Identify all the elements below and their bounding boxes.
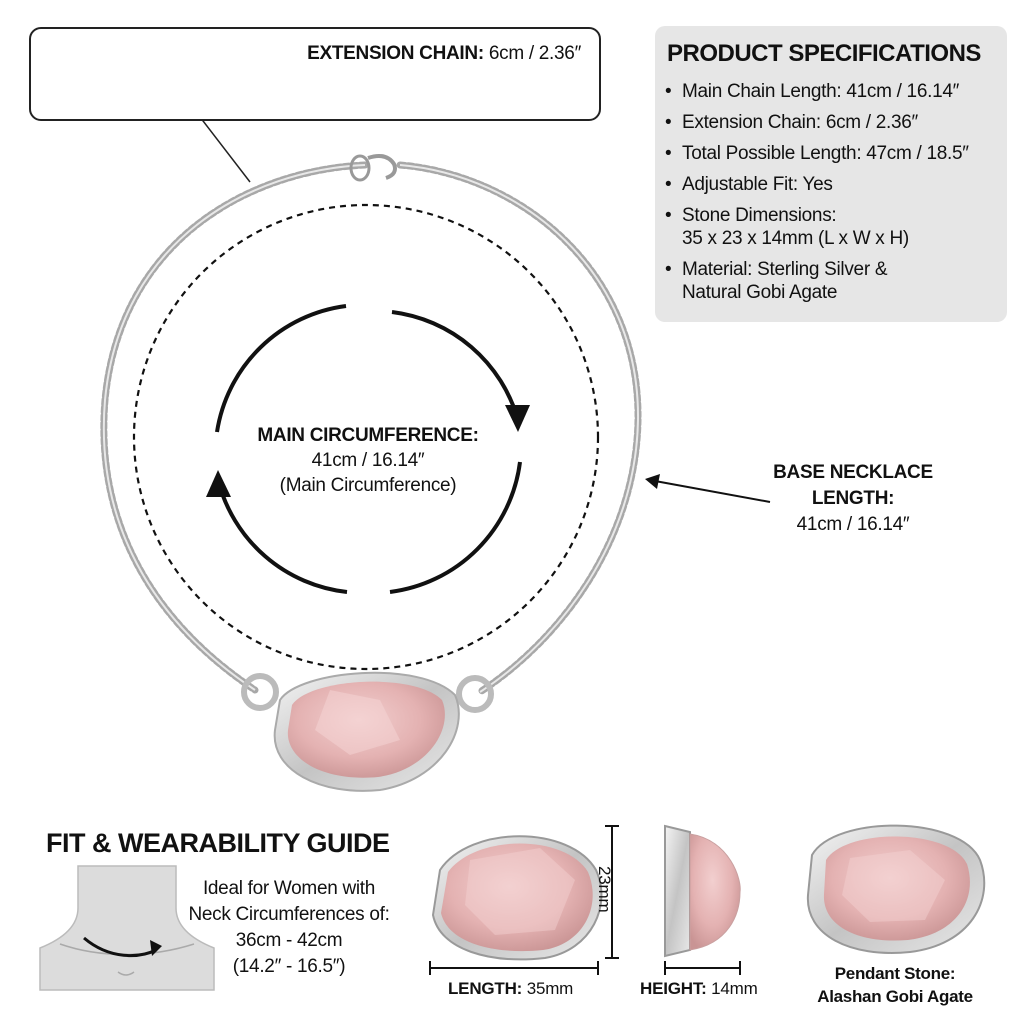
fit-line: Ideal for Women with — [202, 878, 376, 899]
clasp-icon — [349, 154, 397, 182]
spec-item-sub: 35 x 23 x 14mm (L x W x H) — [682, 228, 909, 249]
length-label: LENGTH: 35mm — [448, 979, 574, 998]
extension-leader-line — [199, 116, 251, 183]
length-dimension-line — [429, 961, 599, 975]
extension-chain-box: EXTENSION CHAIN: 6cm / 2.36″ — [29, 27, 601, 121]
spec-item: Main Chain Length: 41cm / 16.14″ — [665, 76, 969, 107]
base-length-title-line1: BASE NECKLACE — [773, 462, 933, 483]
height-label: HEIGHT: 14mm — [640, 979, 758, 998]
main-circumference-title: MAIN CIRCUMFERENCE: — [257, 425, 479, 446]
pendant-stone-view — [806, 824, 986, 954]
main-circumference-note: (Main Circumference) — [279, 475, 457, 496]
spec-item: Material: Sterling Silver &Natural Gobi … — [665, 254, 969, 305]
pendant-stone-label: Pendant Stone: Alashan Gobi Agate — [817, 964, 973, 1006]
base-necklace-length-label: BASE NECKLACE LENGTH: 41cm / 16.14″ — [758, 460, 948, 538]
base-length-value: 41cm / 16.14″ — [796, 514, 910, 535]
spec-title: PRODUCT SPECIFICATIONS — [667, 40, 981, 67]
arrow-head-icon — [206, 470, 231, 497]
spec-list: Main Chain Length: 41cm / 16.14″ Extensi… — [665, 76, 969, 308]
spec-item: Stone Dimensions:35 x 23 x 14mm (L x W x… — [665, 200, 969, 251]
arrow-head-icon — [505, 405, 530, 432]
base-length-title-line2: LENGTH: — [811, 488, 895, 509]
fit-line: 36cm - 42cm — [235, 930, 343, 951]
arrow-head-icon — [645, 474, 660, 489]
extension-chain-title: EXTENSION CHAIN: — [307, 43, 484, 64]
fit-guide-text: Ideal for Women with Neck Circumferences… — [174, 876, 404, 980]
spec-item: Extension Chain: 6cm / 2.36″ — [665, 107, 969, 138]
main-circumference-value: 41cm / 16.14″ — [311, 450, 425, 471]
base-length-arrow — [654, 480, 771, 503]
fit-guide-title: FIT & WEARABILITY GUIDE — [46, 828, 390, 858]
circumference-circle — [132, 203, 600, 671]
width-label: 23mm — [595, 866, 614, 913]
extension-chain-label: EXTENSION CHAIN: 6cm / 2.36″ — [307, 43, 581, 65]
stone-side-view — [664, 824, 741, 958]
fit-line: (14.2″ - 16.5″) — [232, 956, 346, 977]
pendant — [241, 671, 494, 792]
spec-item: Adjustable Fit: Yes — [665, 169, 969, 200]
product-specifications-panel: PRODUCT SPECIFICATIONS Main Chain Length… — [655, 26, 1007, 322]
height-dimension-line — [664, 961, 741, 975]
fit-line: Neck Circumferences of: — [188, 904, 390, 925]
spec-item-sub: Natural Gobi Agate — [682, 282, 838, 303]
spec-item: Total Possible Length: 47cm / 18.5″ — [665, 138, 969, 169]
neck-illustration-icon — [39, 865, 215, 991]
stone-top-view — [431, 835, 603, 961]
main-circumference-label: MAIN CIRCUMFERENCE: 41cm / 16.14″ (Main … — [236, 423, 500, 498]
width-dimension-line — [605, 825, 619, 959]
extension-chain-value: 6cm / 2.36″ — [488, 43, 581, 64]
rotation-arrows — [215, 304, 522, 594]
